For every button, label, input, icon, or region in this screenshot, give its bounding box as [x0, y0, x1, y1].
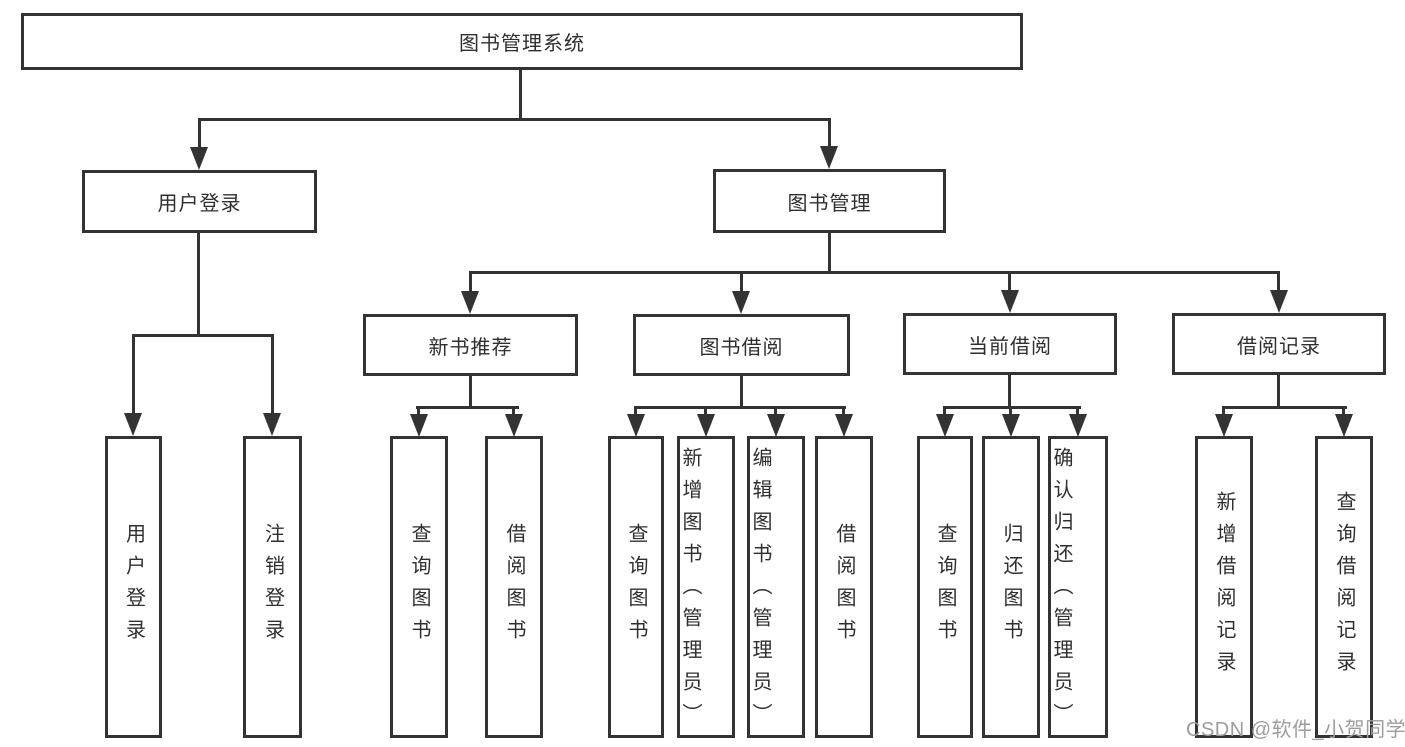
- connector-line: [634, 406, 846, 409]
- connector-line: [417, 406, 420, 418]
- connector-line: [634, 406, 637, 418]
- node-label: 图书管理系统: [459, 33, 585, 55]
- connector-line: [943, 406, 1081, 409]
- node-label: 图书管理: [787, 192, 872, 215]
- node-label: 用户登录: [157, 193, 242, 215]
- arrow-down-icon: [627, 414, 645, 437]
- arrow-down-icon: [1069, 414, 1087, 437]
- arrow-down-icon: [820, 146, 838, 169]
- arrow-down-icon: [1001, 290, 1019, 313]
- connector-line: [828, 118, 831, 149]
- connector-line: [198, 118, 831, 121]
- leaf-label: 注销登录: [261, 523, 284, 651]
- connector-line: [132, 334, 274, 337]
- leaf-label: 查询图书: [625, 523, 647, 651]
- connector-line: [1222, 406, 1347, 409]
- leaf-borrow-borrow: 借阅图书: [815, 436, 873, 738]
- leaf-label: 确认归还（管理员）: [1050, 446, 1072, 735]
- arrow-down-icon: [1335, 414, 1353, 437]
- arrow-down-icon: [936, 414, 954, 437]
- leaf-current-query: 查询图书: [917, 436, 973, 738]
- connector-line: [1277, 373, 1280, 409]
- leaf-label: 借阅图书: [833, 523, 855, 651]
- leaf-label: 用户登录: [122, 523, 145, 651]
- connector-line: [271, 334, 274, 416]
- csdn-watermark: CSDN @软件_小贺同学: [1186, 719, 1405, 741]
- connector-line: [1008, 271, 1011, 295]
- leaf-label: 归还图书: [1000, 523, 1022, 651]
- arrow-down-icon: [1215, 414, 1233, 437]
- connector-line: [469, 271, 1280, 274]
- arrow-down-icon: [1002, 414, 1020, 437]
- connector-line: [1009, 406, 1012, 418]
- leaf-borrow-add-admin: 新增图书（管理员）: [677, 436, 735, 738]
- arrow-down-icon: [190, 147, 208, 170]
- connector-line: [1008, 373, 1011, 409]
- connector-line: [1277, 271, 1280, 295]
- connector-line: [469, 271, 472, 295]
- leaf-current-confirm-admin: 确认归还（管理员）: [1048, 436, 1108, 738]
- leaf-label: 编辑图书（管理员）: [749, 446, 771, 735]
- connector-line: [704, 406, 707, 418]
- leaf-label: 查询借阅记录: [1333, 491, 1355, 683]
- connector-line: [469, 374, 472, 409]
- node-label: 当前借阅: [968, 335, 1052, 358]
- leaf-borrow-edit-admin: 编辑图书（管理员）: [747, 436, 805, 738]
- arrow-down-icon: [461, 291, 479, 314]
- arrow-down-icon: [410, 414, 428, 437]
- connector-line: [740, 374, 743, 409]
- connector-line: [519, 68, 522, 120]
- node-book-management: 图书管理: [713, 169, 946, 233]
- connector-line: [828, 231, 831, 273]
- leaf-newbook-borrow: 借阅图书: [485, 436, 543, 738]
- node-book-borrowing: 图书借阅: [633, 314, 850, 376]
- arrow-down-icon: [1270, 290, 1288, 313]
- leaf-record-add: 新增借阅记录: [1195, 436, 1253, 738]
- node-label: 图书借阅: [699, 336, 784, 359]
- arrow-down-icon: [505, 414, 523, 437]
- connector-line: [416, 406, 519, 409]
- node-borrow-records: 借阅记录: [1172, 313, 1386, 375]
- connector-line: [842, 406, 845, 418]
- connector-line: [1222, 406, 1225, 418]
- connector-line: [197, 231, 200, 337]
- connector-line: [740, 271, 743, 295]
- connector-line: [1076, 406, 1079, 418]
- connector-line: [1342, 406, 1345, 418]
- connector-line: [943, 406, 946, 418]
- connector-line: [198, 118, 201, 150]
- connector-line: [512, 406, 515, 418]
- arrow-down-icon: [697, 414, 715, 437]
- arrow-down-icon: [732, 291, 750, 314]
- leaf-user-login: 用户登录: [105, 436, 162, 738]
- arrow-down-icon: [263, 413, 281, 436]
- leaf-borrow-query: 查询图书: [608, 436, 664, 738]
- leaf-label: 新增借阅记录: [1213, 491, 1235, 683]
- leaf-label: 查询图书: [934, 523, 956, 651]
- leaf-current-return: 归还图书: [982, 436, 1040, 738]
- leaf-record-query: 查询借阅记录: [1315, 436, 1373, 738]
- node-user-login: 用户登录: [82, 170, 317, 233]
- leaf-label: 查询图书: [408, 523, 430, 651]
- leaf-label: 借阅图书: [503, 523, 525, 651]
- leaf-logout: 注销登录: [243, 436, 302, 738]
- node-current-borrowing: 当前借阅: [903, 313, 1117, 375]
- connector-line: [132, 334, 135, 416]
- connector-line: [774, 406, 777, 418]
- arrow-down-icon: [767, 414, 785, 437]
- leaf-label: 新增图书（管理员）: [679, 446, 701, 735]
- node-label: 借阅记录: [1237, 335, 1321, 358]
- arrow-down-icon: [124, 413, 142, 436]
- node-new-book-recommend: 新书推荐: [363, 314, 578, 376]
- node-label: 新书推荐: [428, 336, 513, 359]
- arrow-down-icon: [835, 414, 853, 437]
- leaf-newbook-query: 查询图书: [390, 436, 448, 738]
- node-library-system: 图书管理系统: [21, 13, 1023, 70]
